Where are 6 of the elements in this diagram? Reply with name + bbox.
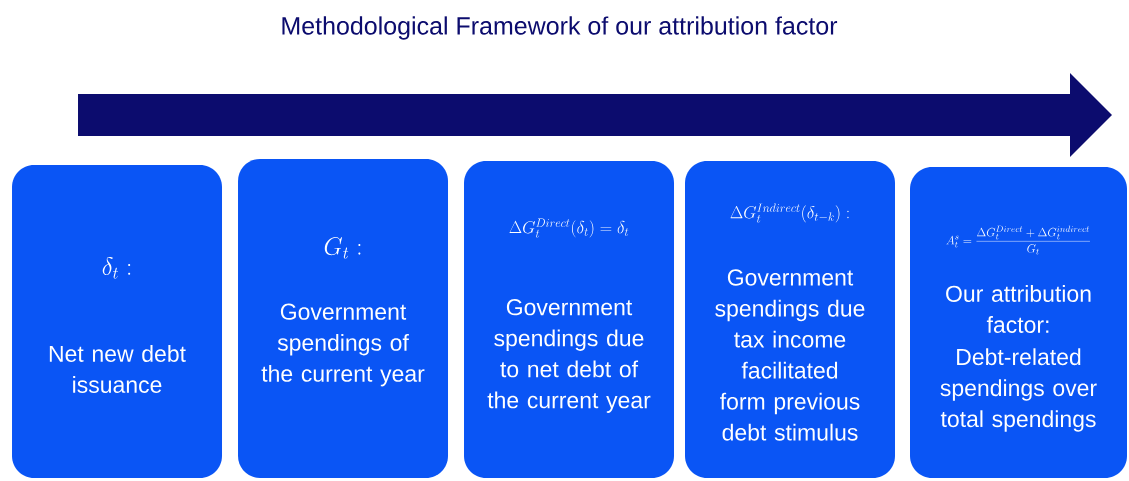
title: Methodological Framework of our attribution factor	[282, 16, 838, 40]
process-box: $G_t:$ Government spendings of the current year	[238, 159, 448, 478]
process-box: $A_t^s = \frac{\Delta G_t^{Direct} + \Delta G_t^{indirect}}{G_t}$ Our attribution factor: Debt-related spendings over total spendings	[910, 167, 1127, 478]
process-box: $\Delta G_t^{Direct}(\delta_t) = \delta_t$ Government spendings due to net debt of the current year	[464, 161, 674, 478]
process-box: $\delta_t:$ Net new debt issuance	[12, 165, 222, 478]
process-box: $\Delta G_t^{Indirect}(\delta_{t-k}) :$ Government spendings due tax income facilitated form previous debt stimulus	[685, 161, 895, 478]
